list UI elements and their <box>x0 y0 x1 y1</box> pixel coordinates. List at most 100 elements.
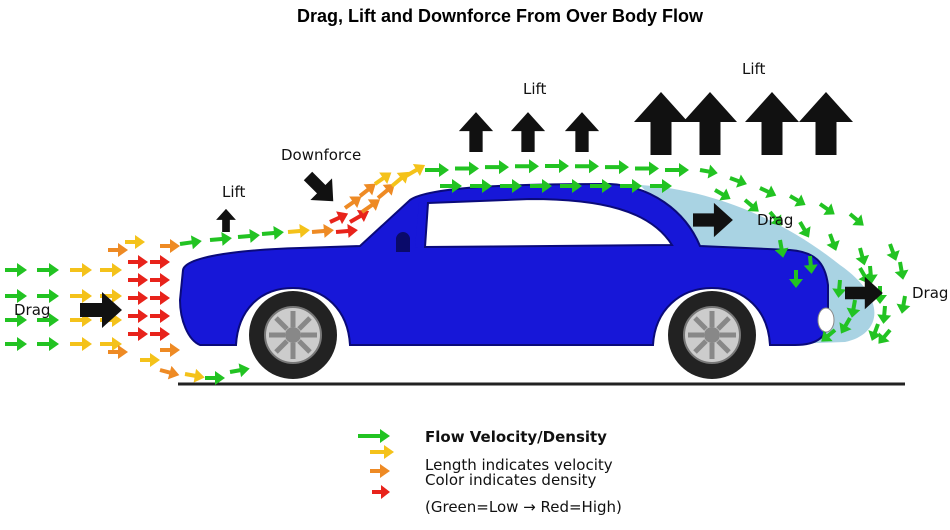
flow-arrow-icon <box>5 313 27 327</box>
flow-arrow-icon <box>485 160 509 175</box>
flow-arrow-icon <box>150 273 170 287</box>
flow-arrow-icon <box>545 159 569 173</box>
label-lift-roof-large: Lift <box>742 60 766 78</box>
diagram-title: Drag, Lift and Downforce From Over Body … <box>297 6 704 26</box>
legend-arrow-yellow <box>370 445 394 459</box>
flow-arrow-icon <box>358 183 376 198</box>
legend-arrows <box>358 429 394 499</box>
label-downforce: Downforce <box>281 146 361 164</box>
flow-arrow-icon <box>140 353 160 367</box>
flow-arrow-icon <box>877 305 892 324</box>
flow-arrow-icon <box>821 328 837 342</box>
flow-arrow-icon <box>311 223 334 238</box>
flow-arrow-icon <box>329 211 349 225</box>
flow-arrow-icon <box>229 363 250 378</box>
side-mirror <box>396 232 410 252</box>
lift-arrow-icon <box>458 112 494 152</box>
lift-arrow-icon <box>745 92 799 155</box>
flow-arrow-icon <box>855 247 870 266</box>
flow-arrow-icon <box>839 317 852 334</box>
flow-arrow-icon <box>70 337 92 351</box>
flow-arrow-icon <box>159 365 180 380</box>
flow-arrow-icon <box>37 289 59 303</box>
flow-arrow-icon <box>665 163 689 177</box>
label-drag-rear: Drag <box>912 284 948 302</box>
flow-arrow-icon <box>128 291 148 305</box>
flow-arrow-icon <box>128 327 148 341</box>
flow-arrow-icon <box>160 343 180 357</box>
car-window <box>423 197 674 249</box>
flow-arrow-icon <box>470 179 492 193</box>
legend-arrow-orange <box>370 464 390 478</box>
flow-arrow-icon <box>590 179 612 193</box>
flow-arrow-icon <box>759 185 777 199</box>
flow-arrow-icon <box>205 371 225 385</box>
flow-arrow-icon <box>500 179 522 193</box>
flow-arrow-icon <box>360 199 381 214</box>
downforce-arrow-icon <box>303 171 334 202</box>
lift-arrow-icon <box>683 92 737 155</box>
label-lift-hood: Lift <box>222 183 246 201</box>
flow-arrow-icon <box>789 194 806 207</box>
flow-arrow-icon <box>832 279 847 298</box>
flow-arrow-icon <box>373 172 392 186</box>
drag-arrow-icon <box>80 292 122 328</box>
legend-scale: (Green=Low → Red=High) <box>425 498 622 516</box>
flow-arrow-icon <box>575 159 599 174</box>
flow-arrow-icon <box>261 225 284 240</box>
flow-arrow-icon <box>70 263 92 277</box>
legend: Flow Velocity/Density Length indicates v… <box>358 428 622 516</box>
flow-arrow-icon <box>768 210 782 226</box>
flow-arrow-icon <box>128 255 148 269</box>
flow-arrow-icon <box>896 295 911 314</box>
legend-heading: Flow Velocity/Density <box>425 428 607 446</box>
flow-arrow-icon <box>5 289 27 303</box>
flow-arrow-icon <box>878 328 892 344</box>
flow-arrows <box>5 159 911 385</box>
flow-arrow-icon <box>150 327 170 341</box>
flow-arrow-icon <box>818 202 835 215</box>
drag-arrow-icon <box>845 276 883 310</box>
legend-arrow-red <box>372 485 390 499</box>
flow-arrow-icon <box>150 309 170 323</box>
legend-velocity: Length indicates velocity <box>425 456 613 474</box>
flow-arrow-icon <box>37 313 59 327</box>
flow-arrow-icon <box>237 228 260 243</box>
flow-arrow-icon <box>390 171 409 188</box>
label-drag-front: Drag <box>14 301 50 319</box>
flow-arrow-icon <box>343 196 362 210</box>
flow-arrow-icon <box>620 179 642 193</box>
front-wheel <box>249 291 337 379</box>
flow-arrow-icon <box>560 179 582 193</box>
flow-arrow-icon <box>100 263 122 277</box>
lift-arrow-icon <box>564 112 600 152</box>
flow-arrow-icon <box>846 299 861 318</box>
flow-arrow-icon <box>405 163 426 178</box>
flow-arrow-icon <box>848 212 864 226</box>
flow-arrow-icon <box>108 345 128 359</box>
flow-arrow-icon <box>5 337 27 351</box>
flow-arrow-icon <box>128 273 148 287</box>
label-drag-roof: Drag <box>757 211 793 229</box>
legend-density: Color indicates density <box>425 471 597 489</box>
lift-arrow-icon <box>634 92 688 155</box>
tail-light <box>817 307 835 333</box>
flow-arrow-icon <box>789 270 803 288</box>
flow-arrow-icon <box>349 209 370 224</box>
flow-arrow-icon <box>100 313 122 327</box>
flow-arrow-icon <box>605 160 629 175</box>
flow-arrow-icon <box>729 174 747 188</box>
label-lift-roof-small: Lift <box>523 80 547 98</box>
flow-arrow-icon <box>699 164 718 179</box>
flow-arrow-icon <box>515 159 539 174</box>
drag-arrow-icon <box>693 202 733 238</box>
flow-arrow-icon <box>179 235 202 250</box>
flow-arrow-icon <box>826 233 840 251</box>
flow-arrow-icon <box>184 368 205 383</box>
flow-arrow-icon <box>863 265 878 284</box>
flow-arrow-icon <box>287 223 310 238</box>
flow-arrow-icon <box>774 239 789 258</box>
flow-arrow-icon <box>798 221 811 238</box>
flow-arrow-icon <box>635 161 659 176</box>
